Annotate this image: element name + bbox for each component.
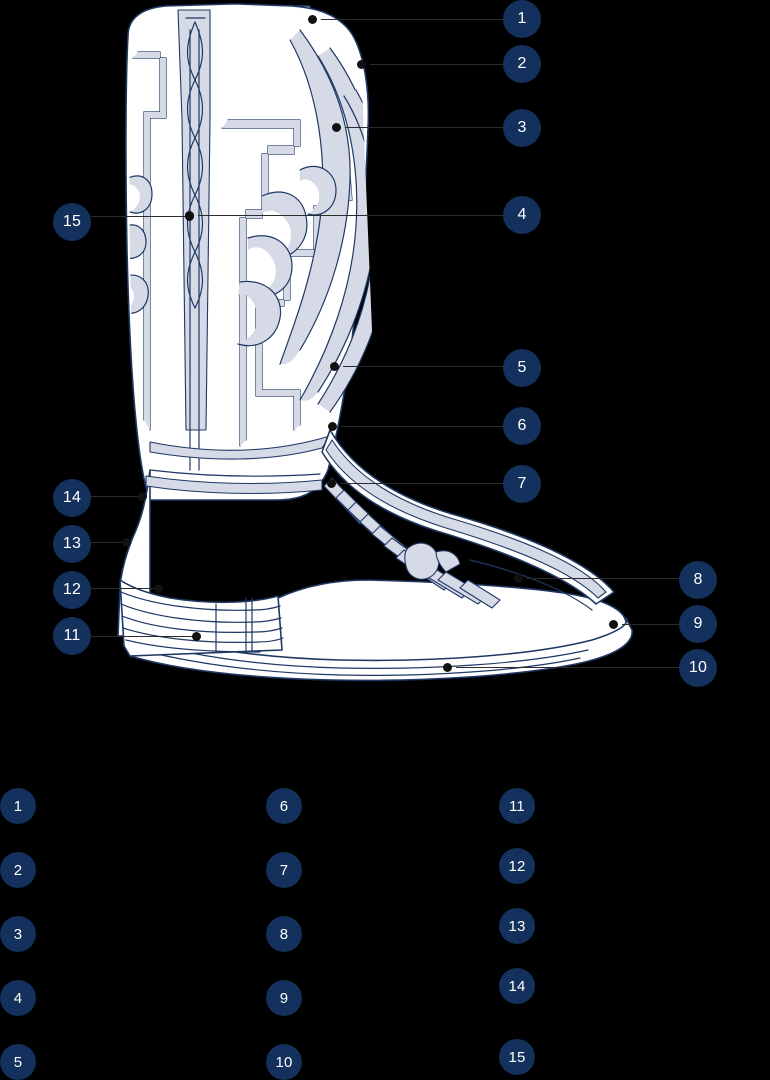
legend-item-11[interactable]: 11 <box>499 788 749 824</box>
callout-badge-5[interactable]: 5 <box>503 349 541 387</box>
callout-badge-8[interactable]: 8 <box>679 561 717 599</box>
callout-badge-11[interactable]: 11 <box>53 617 91 655</box>
callout-badge-15[interactable]: 15 <box>53 203 91 241</box>
callout-leader-4 <box>198 215 503 216</box>
callout-badge-10[interactable]: 10 <box>679 649 717 687</box>
legend-badge-13[interactable]: 13 <box>499 908 535 944</box>
legend-badge-15[interactable]: 15 <box>499 1039 535 1075</box>
callout-leader-14 <box>91 496 142 497</box>
callout-dot-2 <box>356 59 366 69</box>
legend-badge-4[interactable]: 4 <box>0 980 36 1016</box>
callout-dot-5 <box>329 361 339 371</box>
legend-item-12[interactable]: 12 <box>499 848 749 884</box>
callout-leader-8 <box>527 578 679 579</box>
callout-leader-10 <box>456 667 679 668</box>
callout-dot-8 <box>513 573 523 583</box>
legend-item-2[interactable]: 2 <box>0 852 250 888</box>
callout-dot-14 <box>137 491 147 501</box>
callout-leader-1 <box>321 19 503 20</box>
callout-badge-6[interactable]: 6 <box>503 407 541 445</box>
legend-item-5[interactable]: 5 <box>0 1044 250 1080</box>
callout-leader-13 <box>91 542 126 543</box>
callout-dot-3 <box>331 122 341 132</box>
callout-dot-13 <box>121 537 131 547</box>
legend-item-8[interactable]: 8 <box>266 916 516 952</box>
callout-badge-1[interactable]: 1 <box>503 0 541 38</box>
legend-item-1[interactable]: 1 <box>0 788 250 824</box>
legend-item-4[interactable]: 4 <box>0 980 250 1016</box>
callout-badge-14[interactable]: 14 <box>53 479 91 517</box>
callout-leader-6 <box>341 426 503 427</box>
legend-badge-3[interactable]: 3 <box>0 916 36 952</box>
callout-badge-7[interactable]: 7 <box>503 465 541 503</box>
callout-leader-9 <box>622 624 679 625</box>
legend-badge-2[interactable]: 2 <box>0 852 36 888</box>
legend-badge-6[interactable]: 6 <box>266 788 302 824</box>
callout-leader-11 <box>91 636 196 637</box>
legend-badge-7[interactable]: 7 <box>266 852 302 888</box>
legend-item-13[interactable]: 13 <box>499 908 749 944</box>
legend-badge-9[interactable]: 9 <box>266 980 302 1016</box>
legend-item-9[interactable]: 9 <box>266 980 516 1016</box>
legend-badge-8[interactable]: 8 <box>266 916 302 952</box>
callout-leader-15 <box>91 216 189 217</box>
callout-leader-12 <box>91 588 158 589</box>
legend-badge-1[interactable]: 1 <box>0 788 36 824</box>
boot-heel <box>119 579 284 657</box>
callout-dot-9 <box>608 619 618 629</box>
callout-badge-13[interactable]: 13 <box>53 525 91 563</box>
callout-dot-6 <box>327 421 337 431</box>
boot-floral-motif-right <box>237 165 337 347</box>
legend-badge-10[interactable]: 10 <box>266 1044 302 1080</box>
callout-dot-11 <box>191 631 201 641</box>
callout-dot-15 <box>184 211 194 221</box>
legend-item-3[interactable]: 3 <box>0 916 250 952</box>
boot-braid-ornament <box>186 21 204 309</box>
callout-leader-3 <box>345 127 503 128</box>
callout-badge-3[interactable]: 3 <box>503 109 541 147</box>
callout-badge-9[interactable]: 9 <box>679 605 717 643</box>
callout-dot-1 <box>307 14 317 24</box>
callout-dot-10 <box>442 662 452 672</box>
callout-leader-5 <box>343 366 503 367</box>
legend-item-7[interactable]: 7 <box>266 852 516 888</box>
callout-badge-12[interactable]: 12 <box>53 571 91 609</box>
callout-leader-7 <box>340 483 503 484</box>
callout-leader-2 <box>370 64 503 65</box>
legend-item-10[interactable]: 10 <box>266 1044 516 1080</box>
callout-badge-2[interactable]: 2 <box>503 45 541 83</box>
legend-badge-14[interactable]: 14 <box>499 968 535 1004</box>
legend-badge-5[interactable]: 5 <box>0 1044 36 1080</box>
legend-badge-12[interactable]: 12 <box>499 848 535 884</box>
cowboy-boot-illustration: .ol{fill:#fff;stroke:#1f3864;stroke-widt… <box>117 3 633 682</box>
boot-shaft-stitching <box>129 9 373 471</box>
callout-dot-7 <box>326 478 336 488</box>
legend-badge-11[interactable]: 11 <box>499 788 535 824</box>
boot-vamp-stitch-rows <box>323 477 501 609</box>
legend-item-15[interactable]: 15 <box>499 1039 749 1075</box>
callout-badge-4[interactable]: 4 <box>503 196 541 234</box>
legend-item-6[interactable]: 6 <box>266 788 516 824</box>
callout-dot-12 <box>153 583 163 593</box>
legend-item-14[interactable]: 14 <box>499 968 749 1004</box>
